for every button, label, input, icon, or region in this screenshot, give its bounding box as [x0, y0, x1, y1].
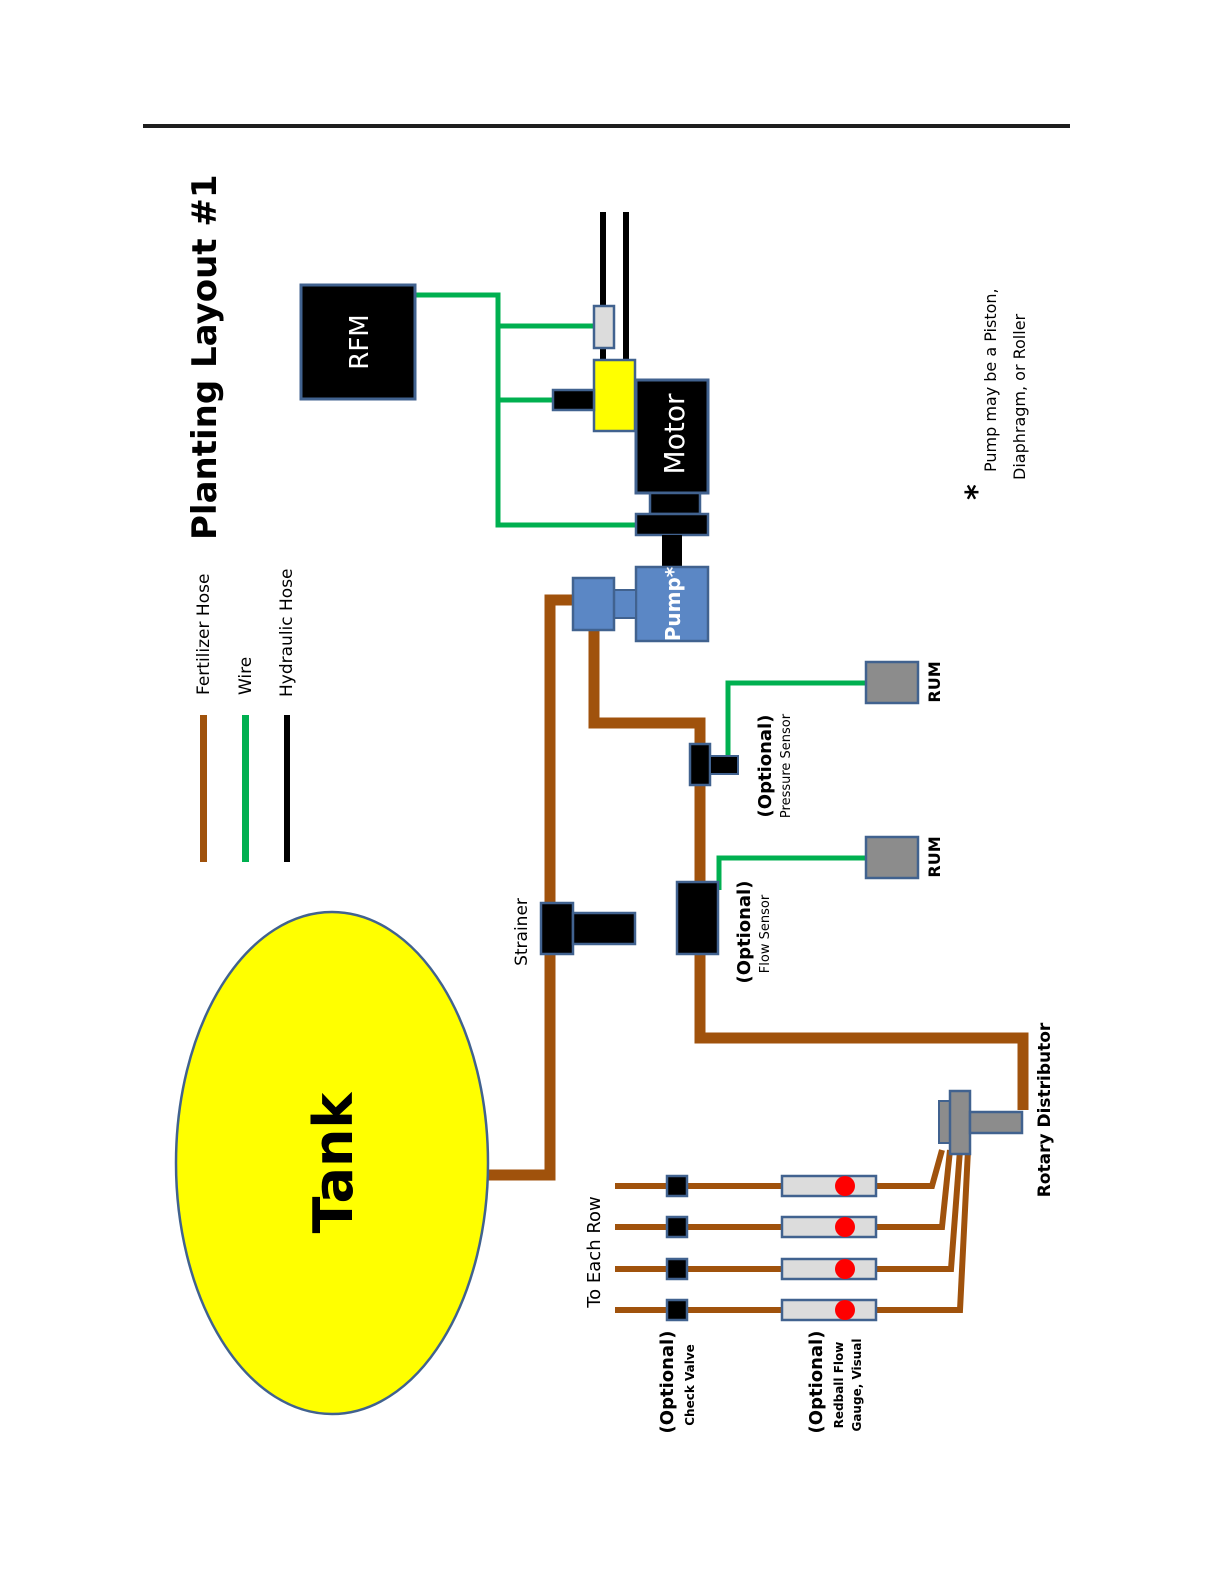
legend-swatch-hydraulic-hose — [284, 715, 290, 862]
redball-label-line1: Redball Flow — [832, 1342, 846, 1429]
check-valve — [667, 1217, 687, 1237]
distributor-body — [950, 1091, 970, 1154]
redball-optional-tag: (Optional) — [806, 1331, 827, 1434]
to-each-row-label: To Each Row — [584, 1196, 605, 1309]
redball-label-line2: Gauge, Visual — [850, 1338, 864, 1431]
page-title: Planting Layout #1 — [185, 174, 225, 540]
pressure-sensor-body — [690, 744, 710, 785]
row-outputs — [667, 1176, 876, 1320]
rfm-label: RFM — [345, 314, 375, 369]
motor-coupling — [650, 493, 700, 514]
legend: Fertilizer Hose Wire Hydraulic Hose — [194, 568, 297, 862]
control-valve-connector — [553, 390, 594, 410]
rum-label-pressure: RUM — [925, 661, 944, 702]
redball-gauge — [782, 1300, 876, 1320]
light-gray-valve — [594, 306, 614, 348]
motor-mount — [636, 514, 708, 535]
flow-sensor-body — [677, 882, 718, 954]
footnote-line2: Diaphragm, or Roller — [1010, 313, 1029, 480]
redball-gauge — [782, 1217, 876, 1237]
rotary-distributor-label: Rotary Distributor — [1035, 1022, 1055, 1197]
pump-label: Pump* — [661, 566, 685, 641]
flow-sensor-optional-tag: (Optional) — [734, 881, 755, 984]
check-valve — [667, 1300, 687, 1320]
row-hose-1 — [615, 1150, 942, 1186]
rum-box-pressure — [866, 662, 918, 703]
legend-label-fertilizer-hose: Fertilizer Hose — [194, 574, 214, 695]
redball-gauge — [782, 1259, 876, 1279]
footnote-asterisk: * — [960, 484, 995, 500]
flow-sensor-label: Flow Sensor — [758, 894, 773, 973]
pressure-sensor-optional-tag: (Optional) — [755, 715, 776, 818]
header-rule — [143, 124, 1070, 128]
pump-inlet — [573, 578, 614, 630]
tank-label: Tank — [302, 1092, 365, 1234]
distributor-inlet — [970, 1112, 1022, 1133]
strainer-label: Strainer — [512, 898, 532, 966]
redball-indicator — [835, 1176, 855, 1196]
hose-pump-to-distributor — [594, 628, 1023, 1110]
pressure-sensor-tap — [710, 756, 738, 774]
legend-label-hydraulic-hose: Hydraulic Hose — [277, 568, 297, 697]
redball-indicator — [835, 1300, 855, 1320]
redball-gauge — [782, 1176, 876, 1196]
check-valve — [667, 1259, 687, 1279]
pump-neck — [614, 590, 636, 618]
check-valve-optional-tag: (Optional) — [657, 1331, 678, 1434]
pressure-sensor-label: Pressure Sensor — [779, 713, 794, 818]
check-valve-label: Check Valve — [683, 1344, 697, 1426]
legend-swatch-wire — [242, 715, 249, 862]
redball-indicator — [835, 1217, 855, 1237]
strainer-bowl — [573, 913, 635, 944]
rum-box-flow — [866, 837, 918, 878]
row-hose-3 — [615, 1150, 960, 1269]
strainer-body — [541, 903, 573, 954]
legend-label-wire: Wire — [236, 657, 256, 695]
footnote-line1: Pump may be a Piston, — [981, 288, 1000, 472]
pump-shaft — [662, 535, 682, 567]
yellow-control-valve — [594, 360, 635, 431]
check-valve — [667, 1176, 687, 1196]
redball-indicator — [835, 1259, 855, 1279]
motor-label: Motor — [658, 393, 691, 474]
rum-label-flow: RUM — [925, 836, 944, 877]
legend-swatch-fertilizer-hose — [200, 715, 207, 862]
hose-tank-to-pump — [488, 600, 578, 1175]
wire-pressure-rum — [728, 683, 866, 760]
